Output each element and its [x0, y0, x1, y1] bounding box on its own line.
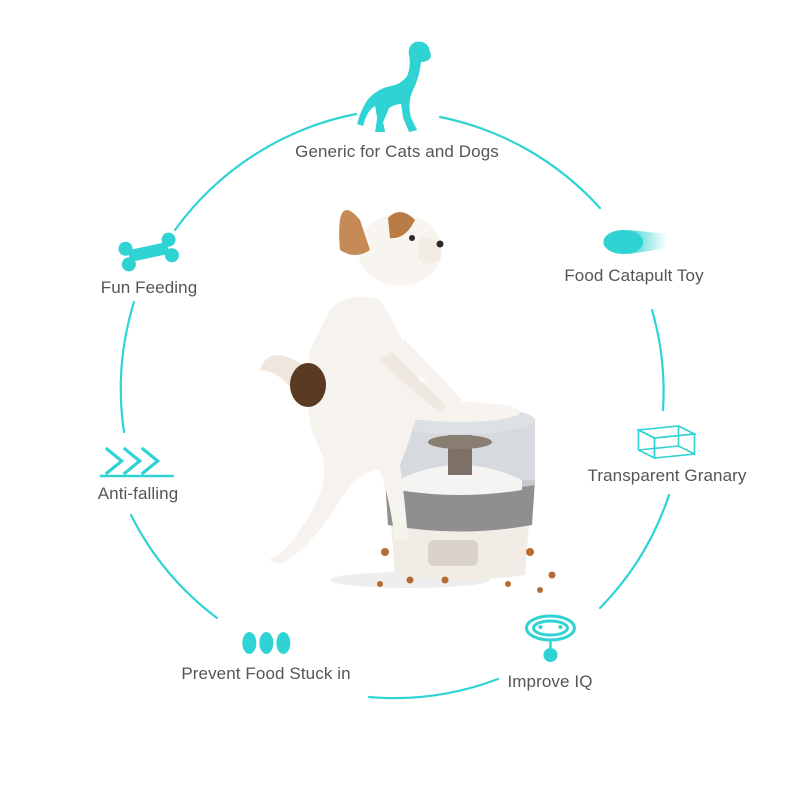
flying-disc-icon: [603, 230, 667, 254]
feature-label: Improve IQ: [507, 672, 593, 691]
feature-label: Generic for Cats and Dogs: [295, 142, 499, 161]
feature-label: Prevent Food Stuck in: [181, 664, 351, 683]
transparent-cube-icon: [635, 425, 697, 460]
bone-icon: [118, 232, 180, 272]
feature-label: Transparent Granary: [587, 466, 747, 485]
pet-collar-icon: [524, 614, 576, 662]
dog-silhouette-icon: [356, 41, 431, 132]
chevrons-right-icon: [99, 446, 174, 478]
feature-transparent-granary: Transparent Granary: [587, 420, 746, 486]
feature-food-catapult-toy: Food Catapult Toy: [564, 224, 704, 286]
feature-label: Fun Feeding: [100, 278, 198, 297]
feature-label: Food Catapult Toy: [564, 266, 704, 285]
feature-improve-iq: Improve IQ: [507, 610, 592, 692]
feature-anti-falling: Anti-falling: [98, 444, 179, 504]
feature-prevent-food-stuck: Prevent Food Stuck in: [181, 628, 351, 684]
feature-label: Anti-falling: [97, 484, 179, 503]
dog-and-feeder-photo: [260, 210, 556, 593]
three-dots-icon: [241, 632, 290, 654]
feature-generic-cats-dogs: Generic for Cats and Dogs: [295, 38, 499, 162]
feature-fun-feeding: Fun Feeding: [101, 232, 198, 298]
